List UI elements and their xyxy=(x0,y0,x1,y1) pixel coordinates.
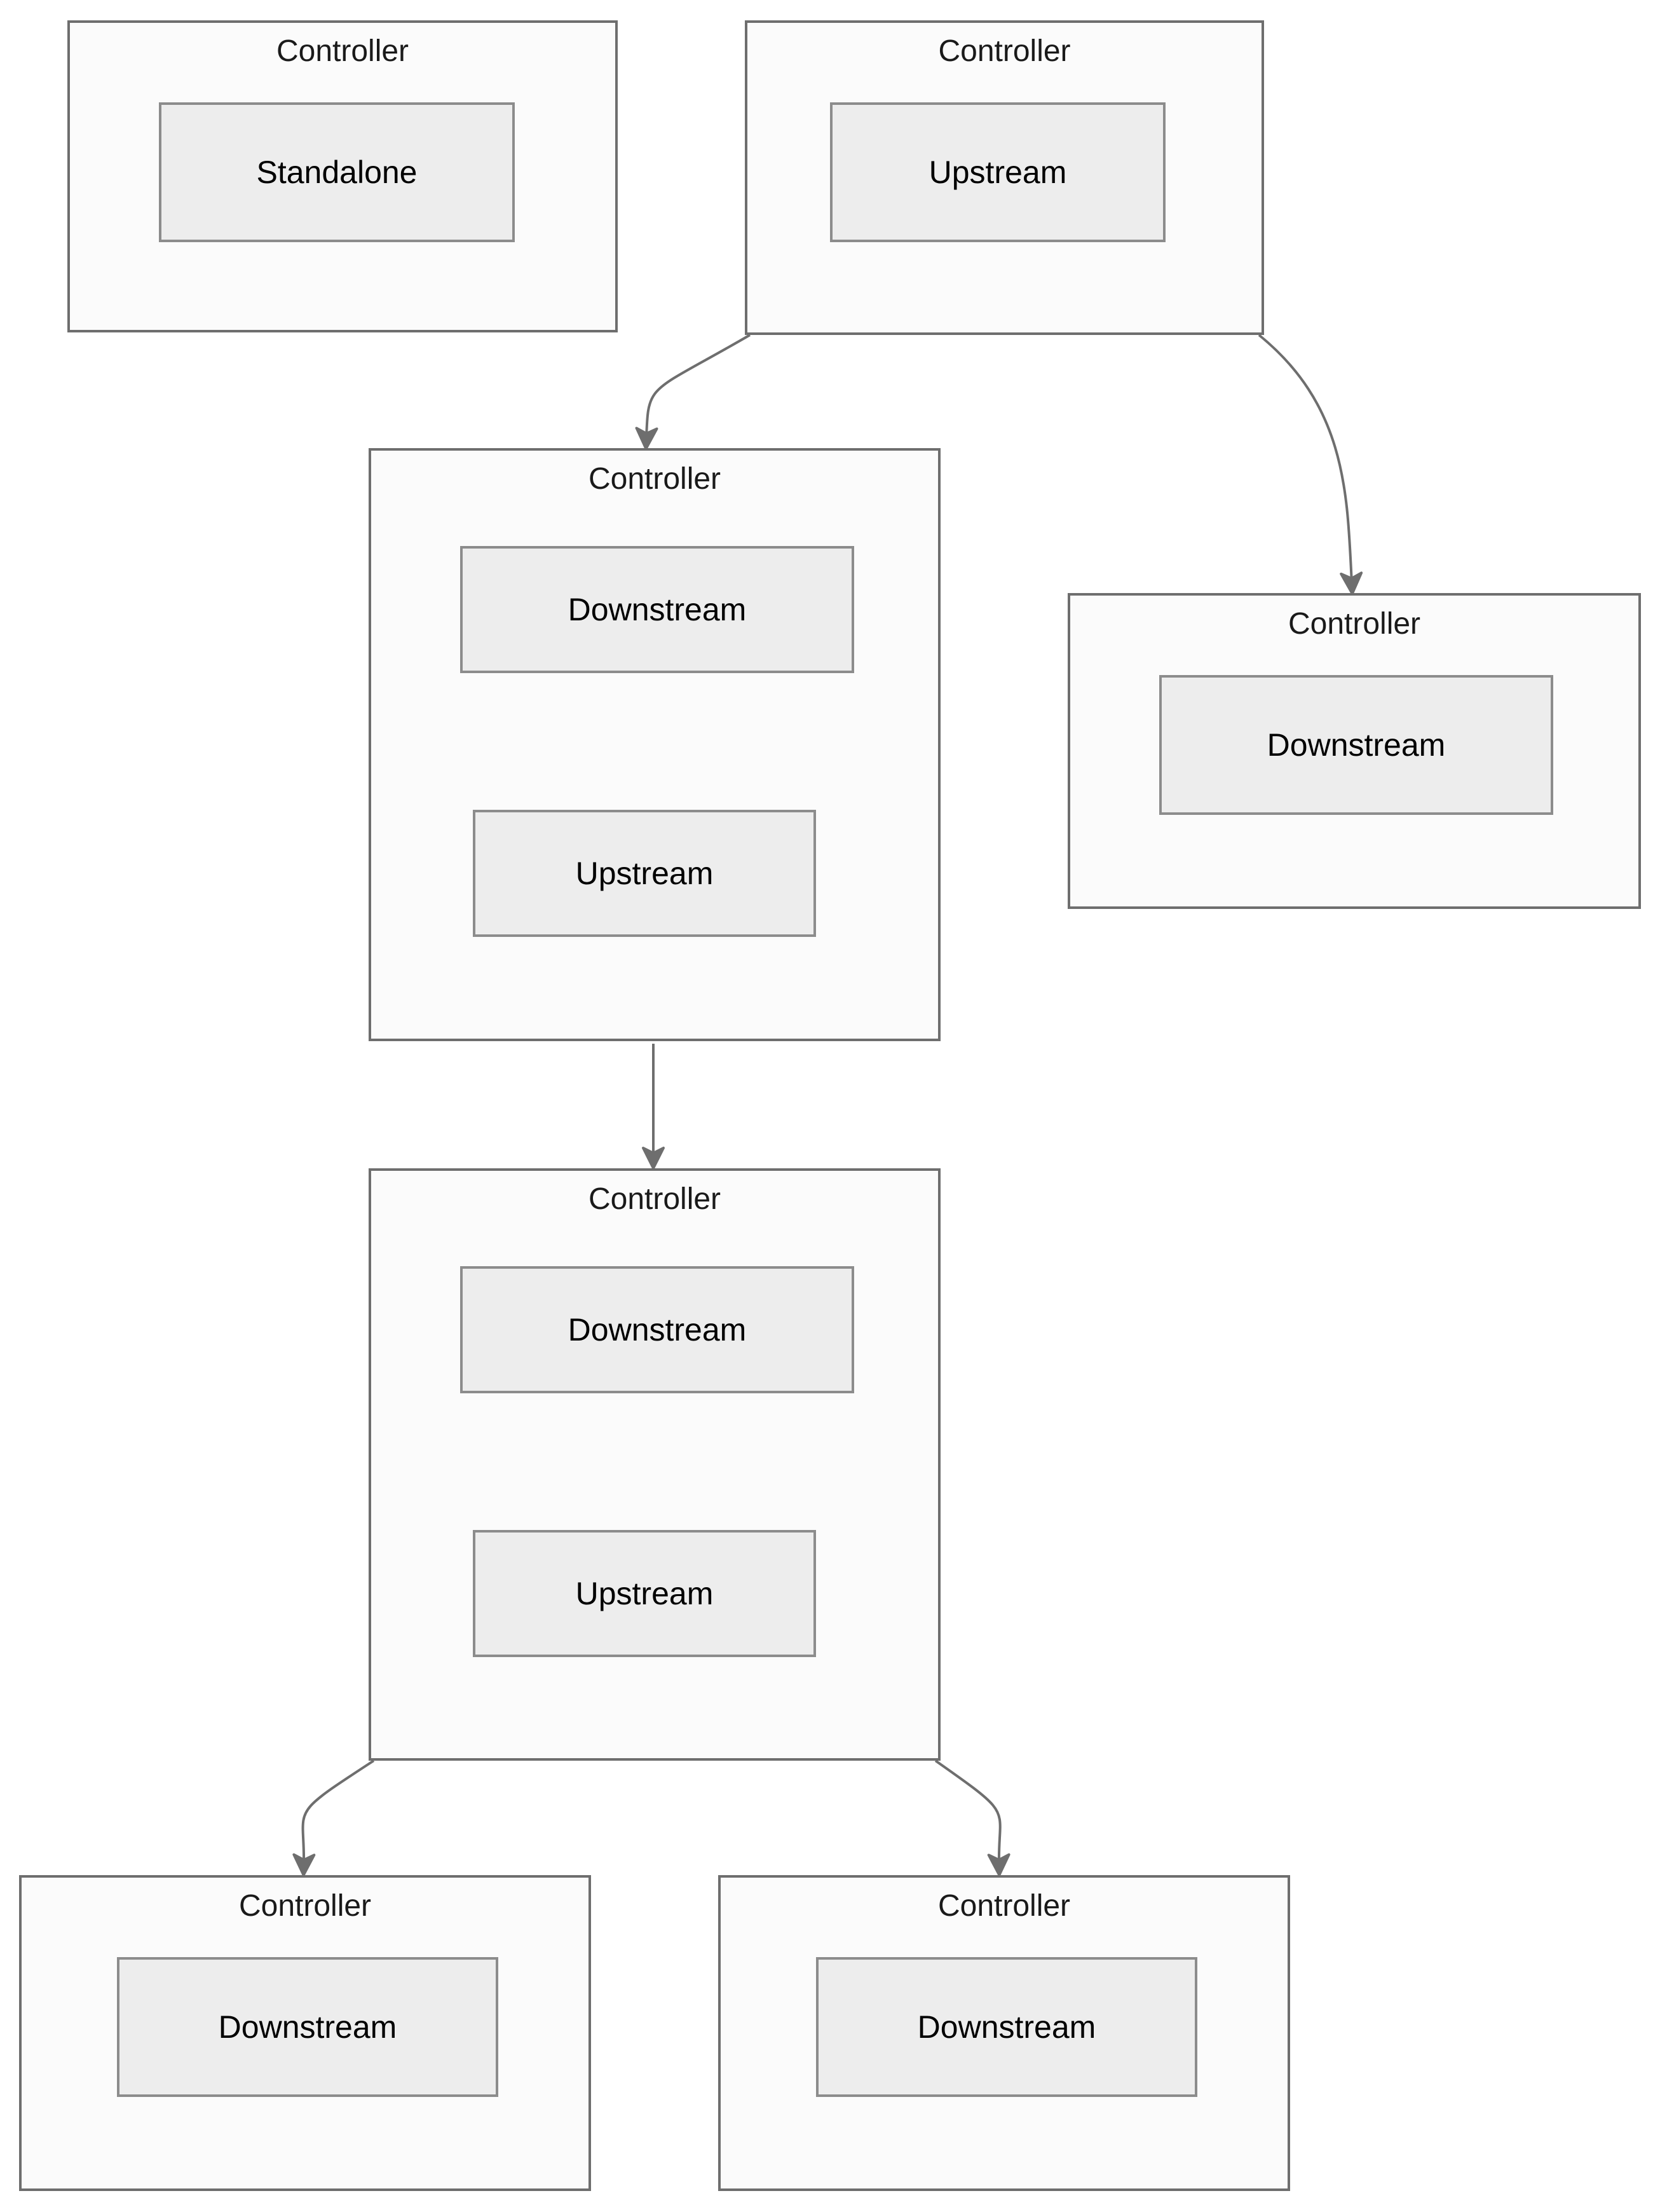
component-mid-downstream[interactable]: Downstream xyxy=(460,546,854,673)
edge-upstream-root-to-right-downstream xyxy=(1258,334,1363,595)
edge-lower-to-leaf-right xyxy=(934,1759,1010,1876)
component-right-downstream-label: Downstream xyxy=(1267,727,1446,763)
component-mid-upstream[interactable]: Upstream xyxy=(473,810,816,937)
component-leaf-right-downstream[interactable]: Downstream xyxy=(816,1957,1197,2097)
component-upstream-root[interactable]: Upstream xyxy=(830,102,1166,242)
component-lower-upstream-label: Upstream xyxy=(575,1575,714,1611)
component-leaf-left-downstream-label: Downstream xyxy=(218,2009,397,2045)
component-upstream-root-label: Upstream xyxy=(929,154,1067,190)
controller-upstream-root-title: Controller xyxy=(938,34,1071,68)
controller-mid-title: Controller xyxy=(588,462,721,496)
component-leaf-left-downstream[interactable]: Downstream xyxy=(117,1957,498,2097)
controller-lower-title: Controller xyxy=(588,1182,721,1216)
component-right-downstream[interactable]: Downstream xyxy=(1159,675,1553,815)
controller-leaf-left-title: Controller xyxy=(238,1889,372,1923)
component-standalone[interactable]: Standalone xyxy=(159,102,515,242)
edge-upstream-root-to-mid xyxy=(635,334,751,450)
component-lower-downstream-label: Downstream xyxy=(568,1311,747,1348)
component-lower-downstream[interactable]: Downstream xyxy=(460,1266,854,1393)
component-leaf-right-downstream-label: Downstream xyxy=(917,2009,1096,2045)
edge-lower-to-leaf-left xyxy=(292,1759,375,1876)
component-mid-downstream-label: Downstream xyxy=(568,591,747,627)
controller-standalone-title: Controller xyxy=(276,34,409,68)
component-mid-upstream-label: Upstream xyxy=(575,855,714,891)
component-lower-upstream[interactable]: Upstream xyxy=(473,1530,816,1657)
component-standalone-label: Standalone xyxy=(256,154,418,190)
controller-right-downstream-title: Controller xyxy=(1288,607,1421,641)
controller-leaf-right-title: Controller xyxy=(937,1889,1071,1923)
